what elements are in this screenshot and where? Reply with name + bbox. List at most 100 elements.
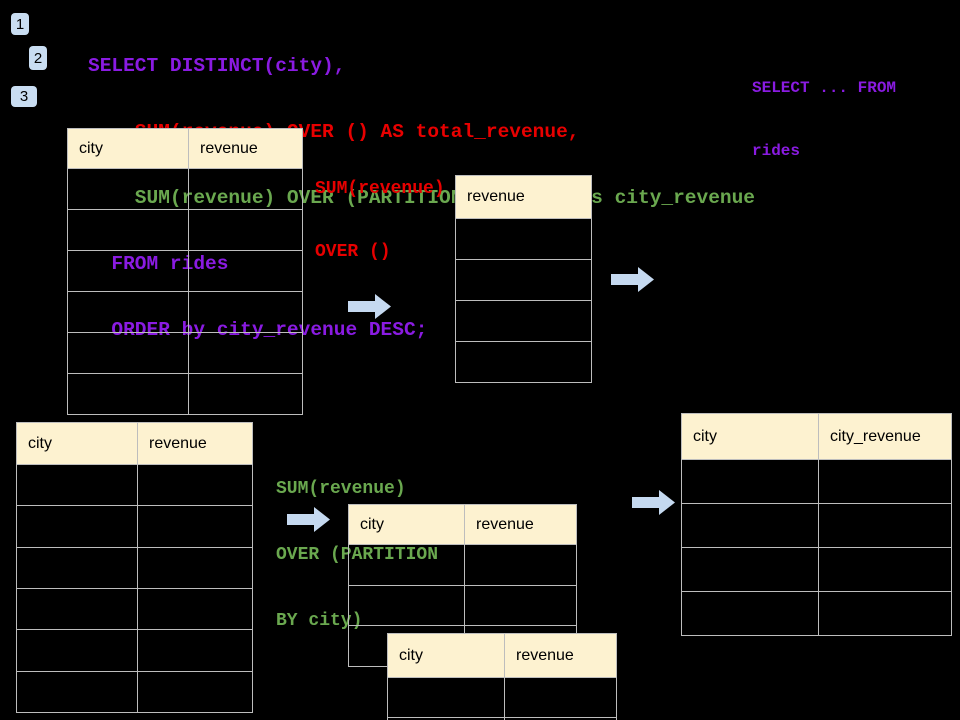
- sql-line-from: FROM rides: [88, 253, 229, 275]
- table-cell: [349, 545, 464, 585]
- flow-arrow-icon: [632, 490, 675, 515]
- table-cell: [68, 333, 188, 373]
- flow-arrow-icon: [611, 267, 654, 292]
- table-row: [682, 591, 951, 635]
- subquery-note-line2: rides: [752, 142, 801, 160]
- table-cell: [818, 592, 951, 635]
- step-badge-2: 2: [29, 46, 47, 70]
- table-row: [17, 464, 252, 506]
- table-row: [682, 547, 951, 591]
- table-row: [682, 459, 951, 503]
- table-cell: [504, 717, 616, 720]
- table-cell: [137, 465, 252, 506]
- table-cell: [388, 678, 504, 717]
- flow-arrow-icon: [348, 294, 391, 319]
- step-badge-1: 1: [11, 13, 29, 35]
- table-header-row: city revenue: [68, 129, 302, 168]
- table-row: [68, 250, 302, 291]
- table-source-top: city revenue: [67, 128, 303, 415]
- table-cell: [137, 671, 252, 712]
- table-cell: [818, 460, 951, 503]
- table-cell: [682, 592, 818, 635]
- table-row: [68, 209, 302, 250]
- table-row: [388, 716, 616, 720]
- table-row: [68, 373, 302, 414]
- table-cell: [818, 548, 951, 591]
- total-revenue-label-line2: OVER (): [315, 242, 391, 262]
- table-cell: [188, 333, 302, 373]
- table-source-bottom: city revenue: [16, 422, 253, 713]
- partition-label-line2: OVER (PARTITION: [276, 545, 439, 565]
- table-cell: [456, 219, 591, 259]
- table-cell: [17, 506, 137, 546]
- column-header-city: city: [360, 515, 384, 533]
- table-cell: [17, 630, 137, 670]
- column-header-city: city: [28, 434, 52, 452]
- total-revenue-label-line1: SUM(revenue): [315, 179, 445, 199]
- partition-label-line1: SUM(revenue): [276, 479, 406, 499]
- table-row: [68, 332, 302, 373]
- sql-line-order: ORDER by city_revenue DESC;: [88, 319, 428, 341]
- table-body: [456, 218, 591, 382]
- table-cell: [682, 504, 818, 547]
- table-body: [17, 464, 252, 712]
- table-cell: [17, 548, 137, 588]
- table-cell: [137, 547, 252, 588]
- table-cell: [682, 460, 818, 503]
- step-badge-3: 3: [11, 86, 37, 107]
- table-cell: [137, 630, 252, 671]
- table-row: [456, 218, 591, 259]
- table-row: [456, 300, 591, 341]
- table-partition-front: city revenue: [387, 633, 617, 720]
- subquery-note-line1: SELECT ... FROM: [752, 79, 897, 97]
- table-row: [456, 259, 591, 300]
- table-cell: [68, 374, 188, 414]
- table-partition-back: city revenue: [348, 504, 577, 667]
- total-revenue-label: SUM(revenue) OVER (): [315, 137, 445, 305]
- column-header-revenue: revenue: [464, 505, 576, 544]
- table-body: [388, 677, 616, 720]
- table-body: [68, 168, 302, 414]
- table-header-row: city revenue: [388, 634, 616, 677]
- table-header-row: city city_revenue: [682, 414, 951, 459]
- table-row: [456, 341, 591, 382]
- table-row: [17, 587, 252, 630]
- table-cell: [68, 169, 188, 209]
- table-header-row: city revenue: [17, 423, 252, 464]
- column-header-city: city: [399, 646, 423, 664]
- table-cell: [464, 585, 576, 626]
- table-row: [17, 505, 252, 547]
- table-row: [17, 629, 252, 671]
- table-row: [349, 584, 576, 626]
- table-row: [682, 503, 951, 547]
- column-header-city-revenue: city_revenue: [818, 414, 951, 459]
- flow-arrow-icon: [287, 507, 330, 532]
- table-cell: [464, 545, 576, 585]
- table-row: [388, 677, 616, 717]
- table-cell: [682, 548, 818, 591]
- table-cell: [818, 504, 951, 547]
- table-result-right: city city_revenue: [681, 413, 952, 636]
- column-header-city: city: [693, 427, 717, 445]
- table-row: [17, 670, 252, 712]
- table-cell: [188, 292, 302, 332]
- column-header-revenue: revenue: [467, 188, 525, 205]
- sql-query-code: SELECT DISTINCT(city), SUM(revenue) OVER…: [88, 11, 755, 385]
- table-cell: [137, 506, 252, 547]
- table-cell: [68, 251, 188, 291]
- table-cell: [456, 260, 591, 300]
- column-header-revenue: revenue: [137, 423, 252, 464]
- column-header-revenue: revenue: [188, 129, 302, 168]
- table-cell: [17, 465, 137, 505]
- table-cell: [188, 169, 302, 209]
- table-cell: [504, 678, 616, 717]
- table-body: [682, 459, 951, 635]
- table-cell: [188, 210, 302, 250]
- table-cell: [17, 589, 137, 629]
- table-cell: [137, 588, 252, 630]
- table-row: [68, 168, 302, 209]
- subquery-note: SELECT ... FROM rides: [752, 36, 896, 204]
- table-cell: [68, 210, 188, 250]
- table-cell: [188, 251, 302, 291]
